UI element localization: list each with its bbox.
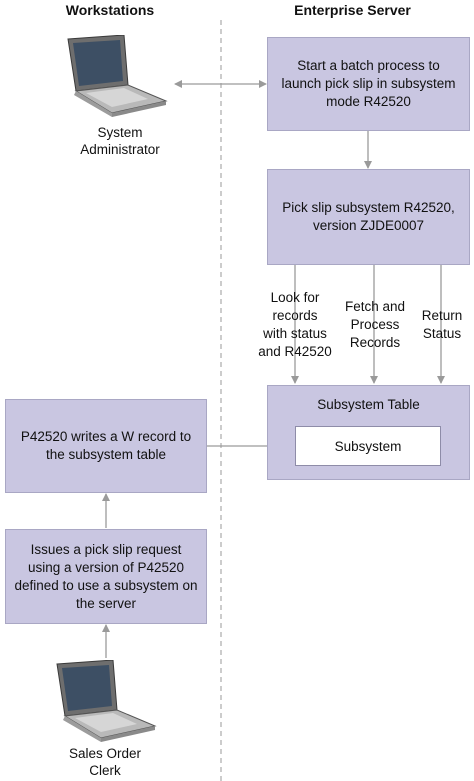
- subsystem-text: Subsystem: [334, 438, 402, 454]
- look-for-records-label: Look for records with status and R42520: [258, 290, 332, 359]
- start-batch-process-box: Start a batch process to launch pick sli…: [267, 37, 470, 131]
- sales-order-clerk-label: Sales Order Clerk: [68, 746, 142, 778]
- p42520-writes-record-box: P42520 writes a W record to the subsyste…: [5, 399, 207, 493]
- issues-pick-slip-request-box: Issues a pick slip request using a versi…: [5, 529, 207, 624]
- return-status-label: Return Status: [421, 308, 463, 341]
- start-batch-process-text: Start a batch process to launch pick sli…: [281, 58, 456, 109]
- enterprise-server-header: Enterprise Server: [294, 2, 411, 18]
- pick-slip-subsystem-box: Pick slip subsystem R42520, version ZJDE…: [267, 169, 470, 265]
- subsystem-table-title: Subsystem Table: [317, 397, 420, 412]
- issues-pick-slip-request-text: Issues a pick slip request using a versi…: [14, 541, 198, 611]
- laptop-icon: [56, 660, 157, 742]
- subsystem-inner-box: Subsystem: [295, 426, 441, 466]
- workstations-header: Workstations: [65, 2, 155, 18]
- fetch-process-records-label: Fetch and Process Records: [344, 299, 406, 350]
- system-administrator-label: System Administrator: [80, 125, 160, 157]
- p42520-writes-record-text: P42520 writes a W record to the subsyste…: [20, 429, 192, 462]
- laptop-icon: [67, 35, 168, 117]
- pick-slip-subsystem-text: Pick slip subsystem R42520, version ZJDE…: [282, 200, 455, 233]
